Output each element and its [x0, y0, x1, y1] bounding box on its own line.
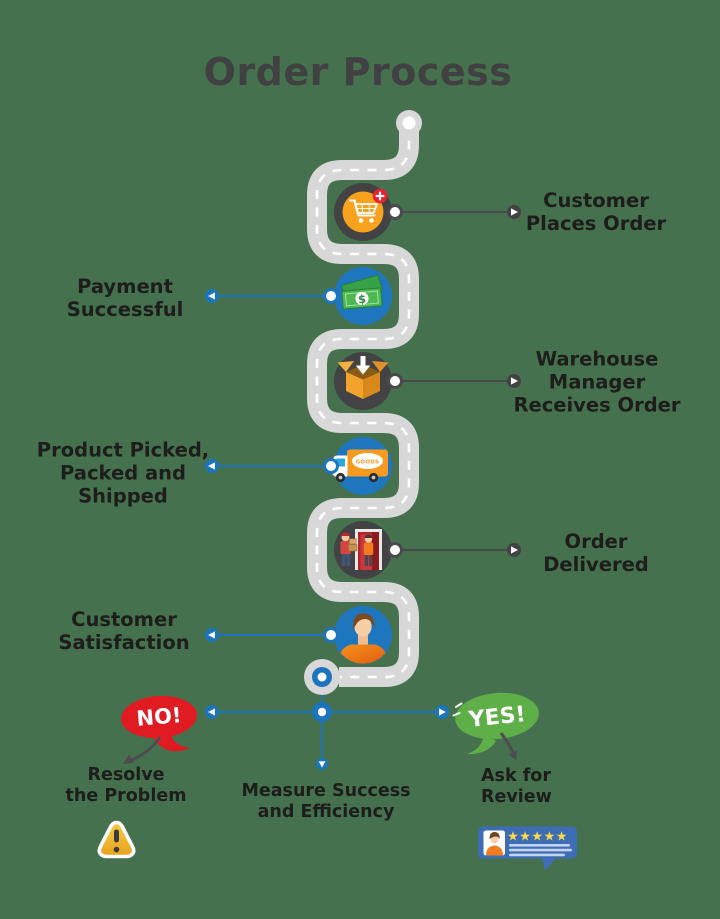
- dollar-glyph: $: [357, 292, 366, 307]
- label-payment-successful: Payment Successful: [66, 275, 184, 321]
- label-measure-success: Measure Success and Efficiency: [241, 781, 411, 822]
- money-bills-icon: $: [334, 267, 392, 325]
- yes-bubble: YES!: [452, 692, 539, 755]
- no-arrow: [123, 736, 162, 764]
- label-resolve-problem: Resolve the Problem: [65, 765, 187, 806]
- connector-warehouse: [394, 374, 521, 388]
- goods-sign: GOODS: [356, 459, 379, 465]
- no-bubble: NO!: [121, 695, 197, 752]
- branch-arrow-right: [435, 705, 449, 719]
- decision-branch-lines: [214, 686, 440, 762]
- review-card-icon: ★★★★★: [478, 826, 577, 871]
- road-end-pin: [304, 659, 340, 695]
- label-order-delivered: Order Delivered: [543, 530, 649, 576]
- branch-junction-node: [312, 702, 332, 722]
- door-delivery-icon: [334, 521, 392, 579]
- label-product-shipped: Product Picked, Packed and Shipped: [36, 438, 210, 508]
- yes-bubble-label: YES!: [467, 702, 527, 733]
- connector-product-shipped: [205, 459, 331, 473]
- connector-order-delivered: [394, 543, 521, 557]
- no-bubble-label: NO!: [136, 703, 183, 731]
- warning-triangle-icon: [97, 820, 136, 859]
- yes-arrow: [499, 732, 517, 761]
- open-box-icon: [334, 352, 392, 410]
- label-warehouse-manager: Warehouse Manager Receives Order: [513, 347, 681, 417]
- branch-arrow-left: [205, 705, 219, 719]
- page-title: Order Process: [203, 50, 513, 94]
- label-customer-satisfaction: Customer Satisfaction: [58, 608, 190, 654]
- connector-customer-satisfaction: [205, 628, 331, 642]
- connector-payment-successful: [205, 289, 331, 303]
- cart-plus-icon: [334, 183, 392, 241]
- review-stars: ★★★★★: [507, 830, 568, 845]
- label-ask-for-review: Ask for Review: [481, 766, 552, 807]
- label-customer-places-order: Customer Places Order: [525, 189, 667, 235]
- delivery-truck-icon: GOODS: [331, 437, 392, 495]
- connector-customer-places-order: [394, 205, 521, 219]
- branch-arrow-down: [316, 758, 328, 770]
- customer-avatar-icon: [334, 606, 392, 664]
- road-path: [307, 110, 422, 687]
